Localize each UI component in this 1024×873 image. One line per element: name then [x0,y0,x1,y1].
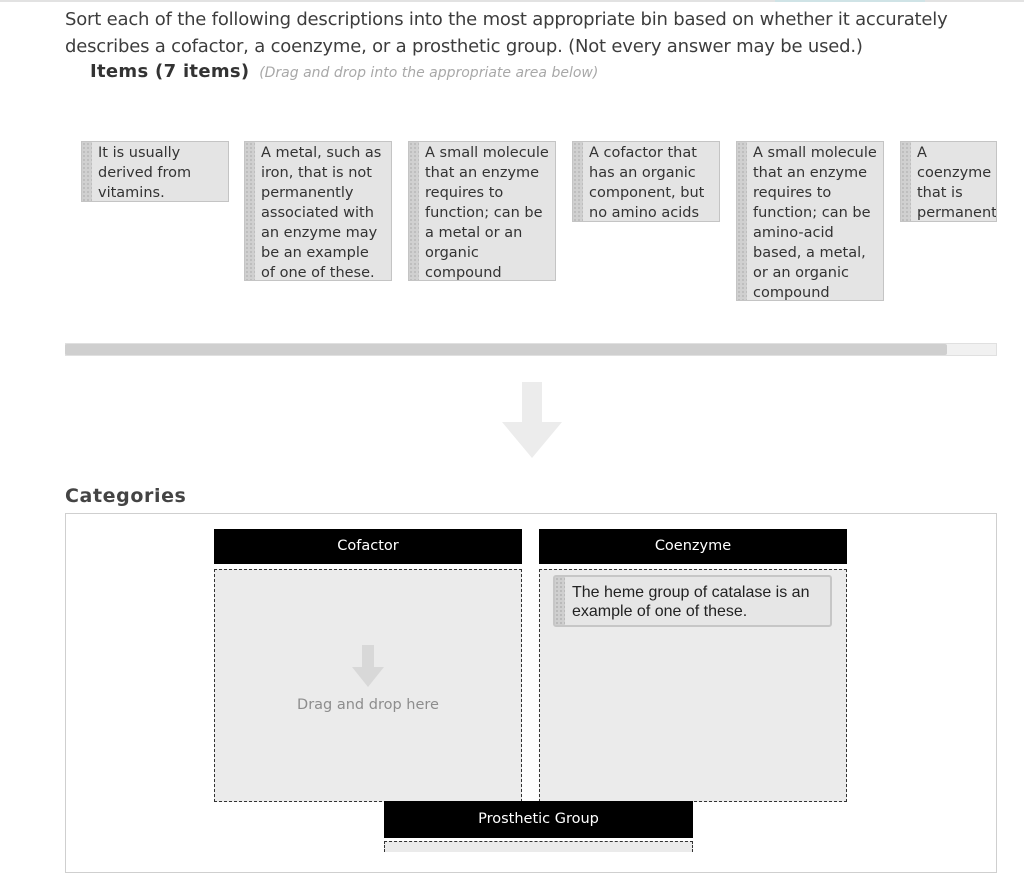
item-text: It is usually derived from vitamins. [98,145,192,201]
item-text: A small molecule that an enzyme requires… [753,145,877,301]
item-text: A metal, such as iron, that is not perma… [261,145,382,281]
draggable-item[interactable]: A metal, such as iron, that is not perma… [244,141,392,281]
arrow-down-icon [352,645,384,687]
categories-heading: Categories [65,485,187,507]
placed-item-text: The heme group of catalase is an example… [572,584,810,620]
bin-header-prosthetic-group: Prosthetic Group [384,801,693,838]
drag-handle[interactable] [82,142,92,201]
draggable-item[interactable]: A small molecule that an enzyme requires… [736,141,884,301]
bin-header-cofactor: Cofactor [214,529,522,564]
drop-hint-text: Drag and drop here [297,697,439,713]
draggable-item[interactable]: A cofactor that has an organic component… [572,141,720,222]
drag-handle[interactable] [901,142,911,221]
items-scrollbar-thumb[interactable] [65,344,947,355]
top-border-accent [775,0,925,2]
bin-header-coenzyme: Coenzyme [539,529,847,564]
items-heading-label: Items (7 items) [90,61,250,82]
drag-handle[interactable] [573,142,583,221]
items-heading: Items (7 items) (Drag and drop into the … [90,61,598,82]
drag-handle[interactable] [737,142,747,300]
arrow-down-icon [502,382,562,458]
draggable-item[interactable]: It is usually derived from vitamins. [81,141,229,202]
drag-handle[interactable] [245,142,255,280]
drag-handle[interactable] [555,577,565,625]
drag-handle[interactable] [409,142,419,280]
item-text: A coenzyme that is permanently associate… [917,145,997,221]
question-text: Sort each of the following descriptions … [65,9,948,57]
draggable-item[interactable]: A coenzyme that is permanently associate… [900,141,997,222]
items-heading-hint: (Drag and drop into the appropriate area… [259,65,599,81]
bin-dropzone-prosthetic-group[interactable] [384,841,693,852]
top-border [0,0,1024,2]
item-text: A small molecule that an enzyme requires… [425,145,549,281]
item-text: A cofactor that has an organic component… [589,145,705,221]
draggable-item[interactable]: A small molecule that an enzyme requires… [408,141,556,281]
placed-item[interactable]: The heme group of catalase is an example… [553,575,832,627]
